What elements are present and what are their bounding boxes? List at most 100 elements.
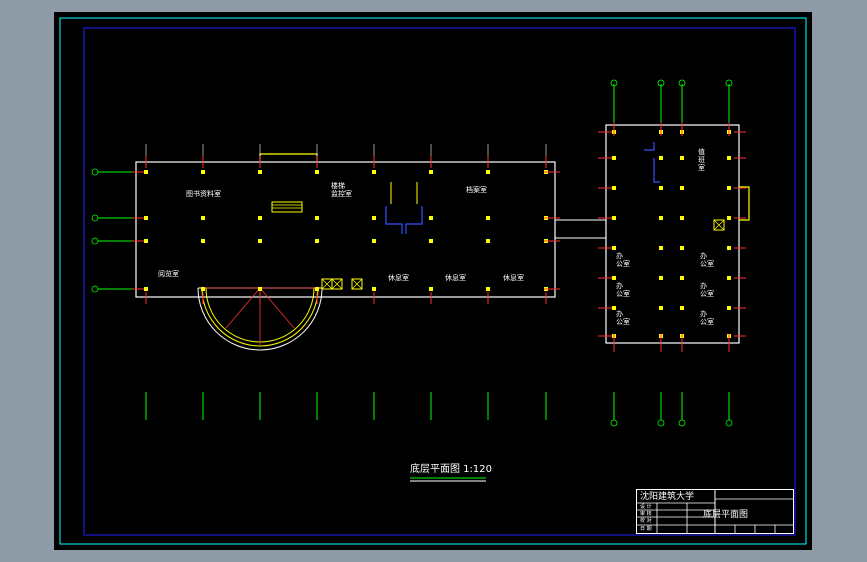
axis-bubble-top-0	[610, 79, 618, 87]
title-block-drawing-name: 底层平面图	[703, 510, 749, 520]
column-5	[429, 170, 433, 174]
floor-plan-drawing	[59, 17, 807, 545]
room-label-office-6: 办 公室	[700, 310, 714, 326]
column-12	[372, 216, 376, 220]
column-16	[144, 239, 148, 243]
column-11	[315, 216, 319, 220]
shaft-box-1	[331, 278, 343, 290]
axis-bubble-left-0	[91, 168, 99, 176]
main-building	[135, 153, 606, 351]
column-14	[486, 216, 490, 220]
column-27	[315, 287, 319, 291]
title-block: 沈阳建筑大学 底层平面图 设 计 审 核 校 对 日 期	[636, 489, 794, 534]
axis-bubble-top-1	[657, 79, 665, 87]
annex-balcony	[739, 186, 750, 221]
room-label-office-2: 办 公室	[616, 282, 630, 298]
column-3	[315, 170, 319, 174]
axis-bubble-left-3	[91, 285, 99, 293]
drum-outer-arc	[201, 287, 319, 347]
title-block-row-3: 校 对	[640, 518, 652, 524]
column-57	[659, 306, 663, 310]
outer-sheet-border	[59, 17, 807, 545]
drum-radial-1	[225, 287, 261, 329]
annex-shaft	[713, 219, 725, 231]
column-48	[612, 246, 616, 250]
column-24	[144, 287, 148, 291]
column-52	[612, 276, 616, 280]
main-building-outline	[135, 161, 556, 298]
room-label-stair-control: 楼梯 监控室	[331, 182, 352, 198]
axis-lines	[91, 79, 733, 427]
column-29	[429, 287, 433, 291]
column-54	[680, 276, 684, 280]
room-label-rest-3: 休息室	[503, 274, 524, 282]
column-40	[612, 186, 616, 190]
column-55	[727, 276, 731, 280]
plan-title-underline	[410, 477, 486, 482]
column-25	[201, 287, 205, 291]
axis-bubble-top-2	[678, 79, 686, 87]
title-block-row-2: 审 核	[640, 511, 652, 517]
column-46	[680, 216, 684, 220]
column-47	[727, 216, 731, 220]
shaft-x2-0	[321, 278, 333, 290]
cad-viewport[interactable]: 图书资料室 阅览室 楼梯 监控室 档案室 休息室 休息室 休息室 值 班 室 办…	[54, 12, 812, 550]
column-17	[201, 239, 205, 243]
column-0	[144, 170, 148, 174]
column-19	[315, 239, 319, 243]
room-label-office-1: 办 公室	[616, 252, 630, 268]
column-45	[659, 216, 663, 220]
column-49	[659, 246, 663, 250]
plan-title: 底层平面图 1:120	[410, 464, 492, 475]
column-41	[659, 186, 663, 190]
main-stair	[271, 201, 303, 213]
shaft-x2-2	[351, 278, 363, 290]
axis-bubble-top-3	[725, 79, 733, 87]
shaft-x2-1	[331, 278, 343, 290]
drum-radial-3	[259, 287, 295, 329]
column-53	[659, 276, 663, 280]
axis-bubble-left-1	[91, 214, 99, 222]
axis-bubble-bottom-2	[678, 419, 686, 427]
annex-core	[644, 142, 660, 183]
axis-bubble-bottom-1	[657, 419, 665, 427]
column-39	[727, 156, 731, 160]
annex-building	[605, 124, 750, 344]
room-label-duty: 值 班 室	[698, 148, 705, 172]
column-30	[486, 287, 490, 291]
room-label-archive: 档案室	[466, 186, 487, 194]
shaft-box-2	[351, 278, 363, 290]
column-8	[144, 216, 148, 220]
room-label-rest-1: 休息室	[388, 274, 409, 282]
column-58	[680, 306, 684, 310]
column-26	[258, 287, 262, 291]
column-51	[727, 246, 731, 250]
column-6	[486, 170, 490, 174]
room-label-office-5: 办 公室	[700, 282, 714, 298]
column-22	[486, 239, 490, 243]
column-13	[429, 216, 433, 220]
column-42	[680, 186, 684, 190]
column-56	[612, 306, 616, 310]
column-28	[372, 287, 376, 291]
room-label-reading: 阅览室	[158, 270, 179, 278]
axis-bubble-left-2	[91, 237, 99, 245]
entrance-canopy	[259, 153, 318, 162]
column-50	[680, 246, 684, 250]
axis-bubble-bottom-0	[610, 419, 618, 427]
column-44	[612, 216, 616, 220]
column-21	[429, 239, 433, 243]
annex-shaft-x2	[713, 219, 725, 231]
title-block-grid	[637, 490, 793, 533]
column-4	[372, 170, 376, 174]
column-59	[727, 306, 731, 310]
room-label-library: 图书资料室	[186, 190, 221, 198]
column-36	[612, 156, 616, 160]
column-2	[258, 170, 262, 174]
column-18	[258, 239, 262, 243]
column-grid	[144, 130, 731, 338]
inner-drawing-border	[83, 27, 796, 536]
plan-details	[132, 122, 746, 352]
column-20	[372, 239, 376, 243]
room-label-rest-2: 休息室	[445, 274, 466, 282]
